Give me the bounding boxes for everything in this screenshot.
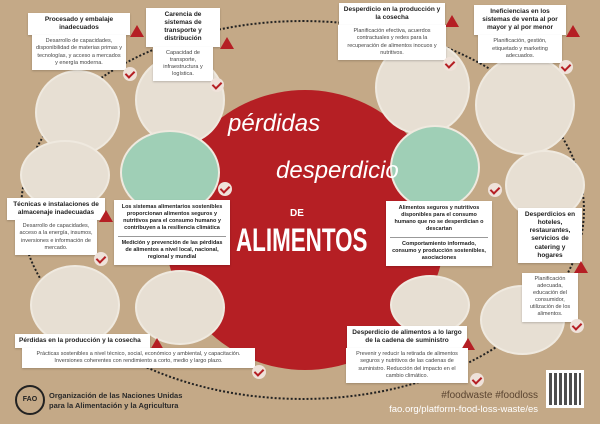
check-icon (123, 66, 137, 81)
qr-pattern (549, 373, 581, 405)
check-icon (218, 182, 232, 196)
check-icon (210, 78, 224, 93)
box-transport: Carencia de sistemas de transporte y dis… (146, 8, 234, 93)
check-icon (570, 318, 584, 333)
left-panel: Los sistemas alimentarios sostenibles pr… (114, 200, 230, 265)
warning-icon (566, 25, 580, 38)
box-hotels: Desperdicios en hoteles, restaurantes, s… (518, 208, 588, 333)
box-body: Prácticas sostenibles a nivel técnico, s… (22, 348, 266, 380)
title-desperdicio: desperdicio (276, 157, 399, 184)
box-body: Capacidad de transporte, infraestructura… (153, 46, 224, 93)
box-body: Planificación efectiva, acuerdos contrac… (338, 25, 457, 71)
left-panel-text-2: Medición y prevención de las pérdidas de… (121, 239, 223, 260)
box-title: Pérdidas en la producción y la cosecha (15, 334, 150, 349)
warning-icon (461, 338, 475, 351)
box-body: Desarrollo de capacidades, disponibilida… (32, 35, 137, 81)
box-processing: Procesado y embalaje inadecuados Desarro… (28, 13, 144, 81)
box-title: Procesado y embalaje inadecuados (28, 13, 130, 36)
org-line-2: para la Alimentación y la Agricultura (49, 400, 179, 410)
box-title: Técnicas e instalaciones de almacenaje i… (7, 198, 105, 221)
box-title: Desperdicio de alimentos a lo largo de l… (347, 326, 467, 349)
box-supply-chain: Desperdicio de alimentos a lo largo de l… (346, 326, 484, 387)
hashtags: #foodwaste #foodloss (441, 390, 538, 401)
box-title: Carencia de sistemas de transporte y dis… (146, 8, 220, 47)
check-icon (252, 365, 266, 380)
warning-icon (99, 210, 113, 223)
box-production-loss: Pérdidas en la producción y la cosecha P… (15, 334, 266, 380)
box-title: Ineficiencias en los sistemas de venta a… (474, 5, 566, 36)
check-icon (488, 183, 502, 197)
check-icon (94, 251, 108, 266)
box-title: Desperdicio en la producción y la cosech… (339, 3, 445, 26)
title-perdidas: pérdidas (228, 110, 321, 137)
warning-icon (574, 260, 588, 273)
title-alimentos: ALIMENTOS (236, 222, 368, 258)
org-line-1: Organización de las Naciones Unidas (49, 391, 183, 400)
box-body-text: Desarrollo de capacidades, acceso a la e… (19, 223, 93, 251)
warning-icon (445, 15, 459, 28)
box-body-text: Planificación adecuada, educación del co… (529, 275, 571, 318)
qr-code[interactable] (546, 370, 584, 408)
box-body-text: Planificación, gestión, etiquetado y mar… (492, 38, 548, 59)
box-body-text: Prevenir y reducir la retirada de alimen… (356, 351, 458, 379)
box-body-text: Desarrollo de capacidades, disponibilida… (36, 38, 122, 66)
box-title: Desperdicios en hoteles, restaurantes, s… (518, 208, 582, 263)
warning-icon (150, 338, 164, 351)
box-storage: Técnicas e instalaciones de almacenaje i… (6, 198, 113, 266)
box-body-text: Planificación efectiva, acuerdos contrac… (347, 28, 437, 56)
illustration-field (30, 265, 120, 345)
illustration-irrigation (135, 270, 225, 345)
check-icon (470, 372, 484, 387)
title-de: DE (290, 208, 304, 219)
check-icon (559, 59, 573, 74)
org-name: Organización de las Naciones Unidas para… (49, 391, 182, 411)
fao-logo: FAO (15, 385, 45, 415)
box-harvest-waste: Desperdicio en la producción y la cosech… (338, 3, 459, 71)
box-body: Desarrollo de capacidades, acceso a la e… (15, 220, 108, 266)
warning-icon (220, 36, 234, 49)
box-body: Prevenir y reducir la retirada de alimen… (346, 348, 484, 387)
box-body-text: Prácticas sostenibles a nivel técnico, s… (36, 351, 241, 365)
box-retail: Ineficiencias en los sistemas de venta a… (474, 5, 580, 74)
illustration-people (390, 125, 480, 210)
right-panel-text-2: Comportamiento informado, consumo y prod… (392, 240, 486, 261)
right-panel-text-1: Alimentos seguros y nutritivos disponibl… (390, 205, 488, 238)
warning-icon (130, 25, 144, 38)
check-icon (443, 56, 457, 71)
platform-url[interactable]: fao.org/platform-food-loss-waste/es (389, 404, 538, 415)
box-body: Planificación adecuada, educación del co… (522, 272, 584, 333)
right-panel: Alimentos seguros y nutritivos disponibl… (386, 201, 492, 266)
box-body: Planificación, gestión, etiquetado y mar… (478, 35, 573, 74)
left-panel-text-1: Los sistemas alimentarios sostenibles pr… (118, 204, 226, 237)
box-body-text: Capacidad de transporte, infraestructura… (163, 49, 203, 77)
